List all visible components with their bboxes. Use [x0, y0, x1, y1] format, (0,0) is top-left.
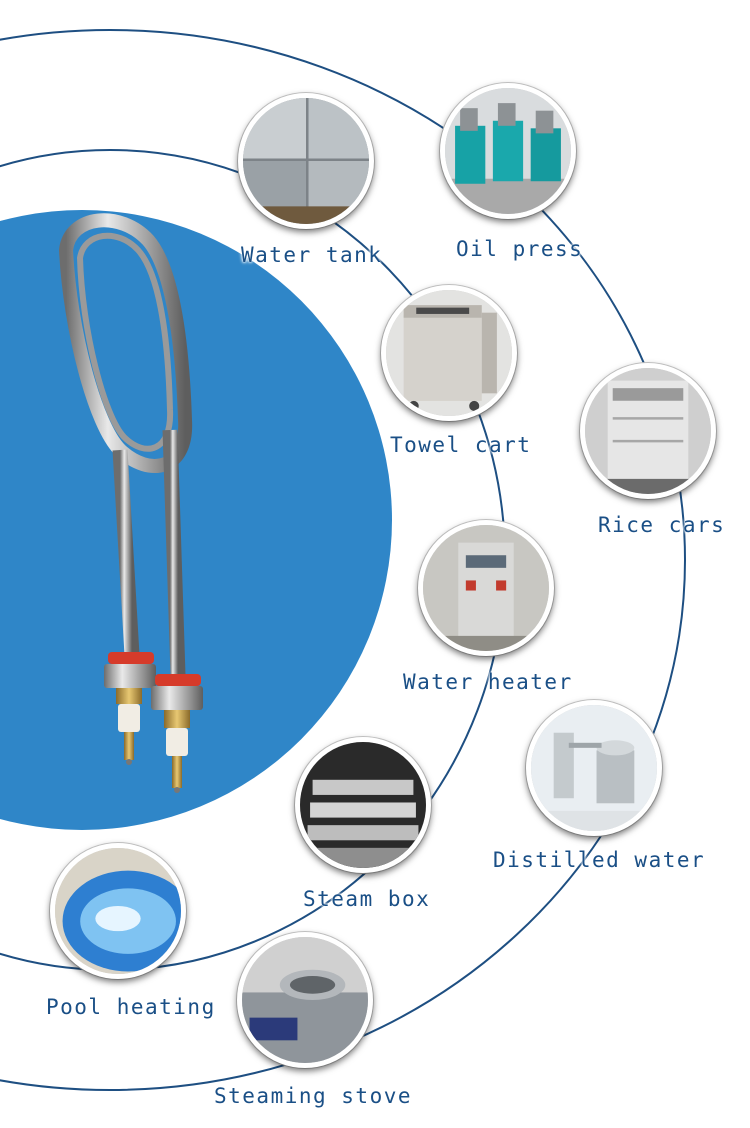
rice-cars-image — [580, 363, 716, 499]
pool-heating-label: Pool heating — [46, 995, 216, 1019]
water-heater-label: Water heater — [403, 670, 573, 694]
distilled-water-label: Distilled water — [493, 848, 706, 872]
water-tank-image — [238, 93, 374, 229]
steaming-stove-image — [237, 932, 373, 1068]
towel-cart-label: Towel cart — [390, 433, 532, 457]
oil-press-label: Oil press — [456, 237, 584, 261]
steam-box-image — [295, 737, 431, 873]
oil-press-image — [440, 83, 576, 219]
water-heater-image — [418, 520, 554, 656]
rice-cars-label: Rice cars — [598, 513, 726, 537]
steam-box-label: Steam box — [303, 887, 431, 911]
water-tank-label: Water tank — [241, 243, 383, 267]
steaming-stove-label: Steaming stove — [214, 1084, 413, 1108]
towel-cart-image — [381, 285, 517, 421]
distilled-water-image — [526, 700, 662, 836]
pool-heating-image — [50, 843, 186, 979]
